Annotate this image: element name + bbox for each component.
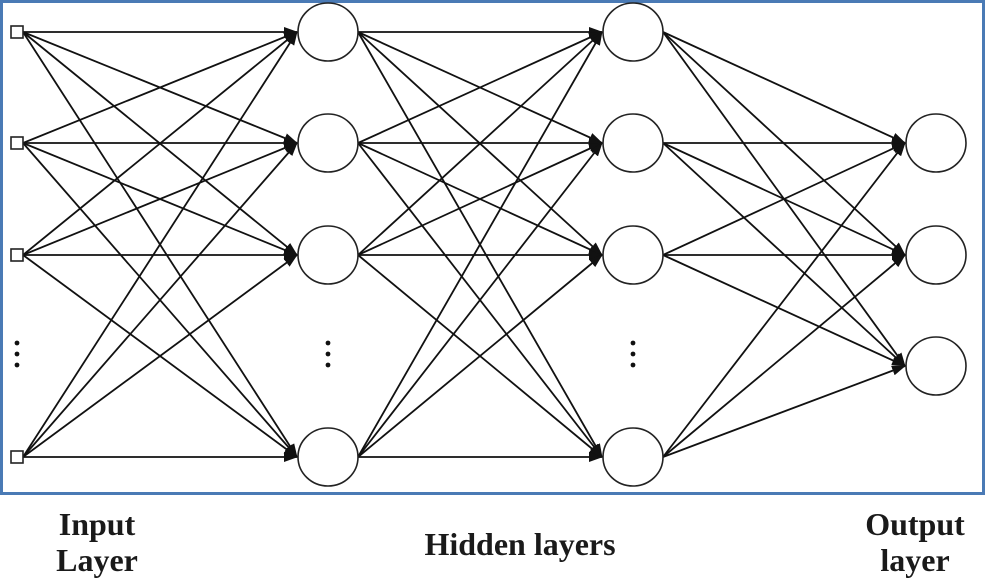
input-layer-label-line2: Layer	[56, 542, 138, 578]
output-layer-label-line2: layer	[880, 542, 950, 578]
output-node	[905, 113, 967, 173]
input-node	[10, 136, 24, 150]
hidden1-node	[297, 427, 359, 487]
output-layer-label-line1: Output	[865, 506, 965, 542]
connection-arrow	[662, 142, 906, 256]
connection-arrow	[357, 31, 603, 458]
hidden1-node	[297, 2, 359, 62]
hidden2-node	[602, 427, 664, 487]
connection-arrow	[22, 142, 298, 458]
hidden1-node	[297, 225, 359, 285]
output-layer-label: Output layer	[850, 506, 980, 578]
hidden-layers-label-text: Hidden layers	[424, 526, 616, 562]
connection-arrow	[22, 31, 298, 256]
connection-arrow	[357, 31, 603, 256]
input-node	[10, 450, 24, 464]
output-node	[905, 336, 967, 396]
diagram-frame	[0, 0, 985, 495]
output-node	[905, 225, 967, 285]
input-node	[10, 248, 24, 262]
connection-arrow	[22, 254, 298, 458]
hidden2-node	[602, 2, 664, 62]
connection-arrow	[357, 142, 603, 458]
connection-arrow	[662, 254, 906, 458]
connection-arrow	[357, 31, 603, 144]
connection-arrow	[662, 365, 906, 458]
connection-arrow	[357, 142, 603, 256]
hidden1-node	[297, 113, 359, 173]
hidden-layers-label: Hidden layers	[380, 526, 660, 562]
input-node	[10, 25, 24, 39]
nodes	[10, 2, 967, 487]
connection-arrow	[22, 31, 298, 144]
connection-arrow	[22, 31, 298, 458]
ellipsis-icon	[630, 340, 636, 368]
ellipsis-icon	[14, 340, 20, 368]
connection-arrow	[357, 254, 603, 458]
connection-arrow	[662, 31, 906, 144]
connection-arrow	[662, 254, 906, 367]
neural-network-diagram	[0, 0, 985, 495]
input-layer-label: Input Layer	[42, 506, 152, 578]
hidden2-node	[602, 113, 664, 173]
hidden2-node	[602, 225, 664, 285]
ellipsis-marks	[14, 340, 636, 368]
ellipsis-icon	[325, 340, 331, 368]
connections	[22, 27, 906, 462]
connection-arrow	[22, 142, 298, 256]
input-layer-label-line1: Input	[58, 506, 136, 542]
connection-arrow	[662, 142, 906, 458]
